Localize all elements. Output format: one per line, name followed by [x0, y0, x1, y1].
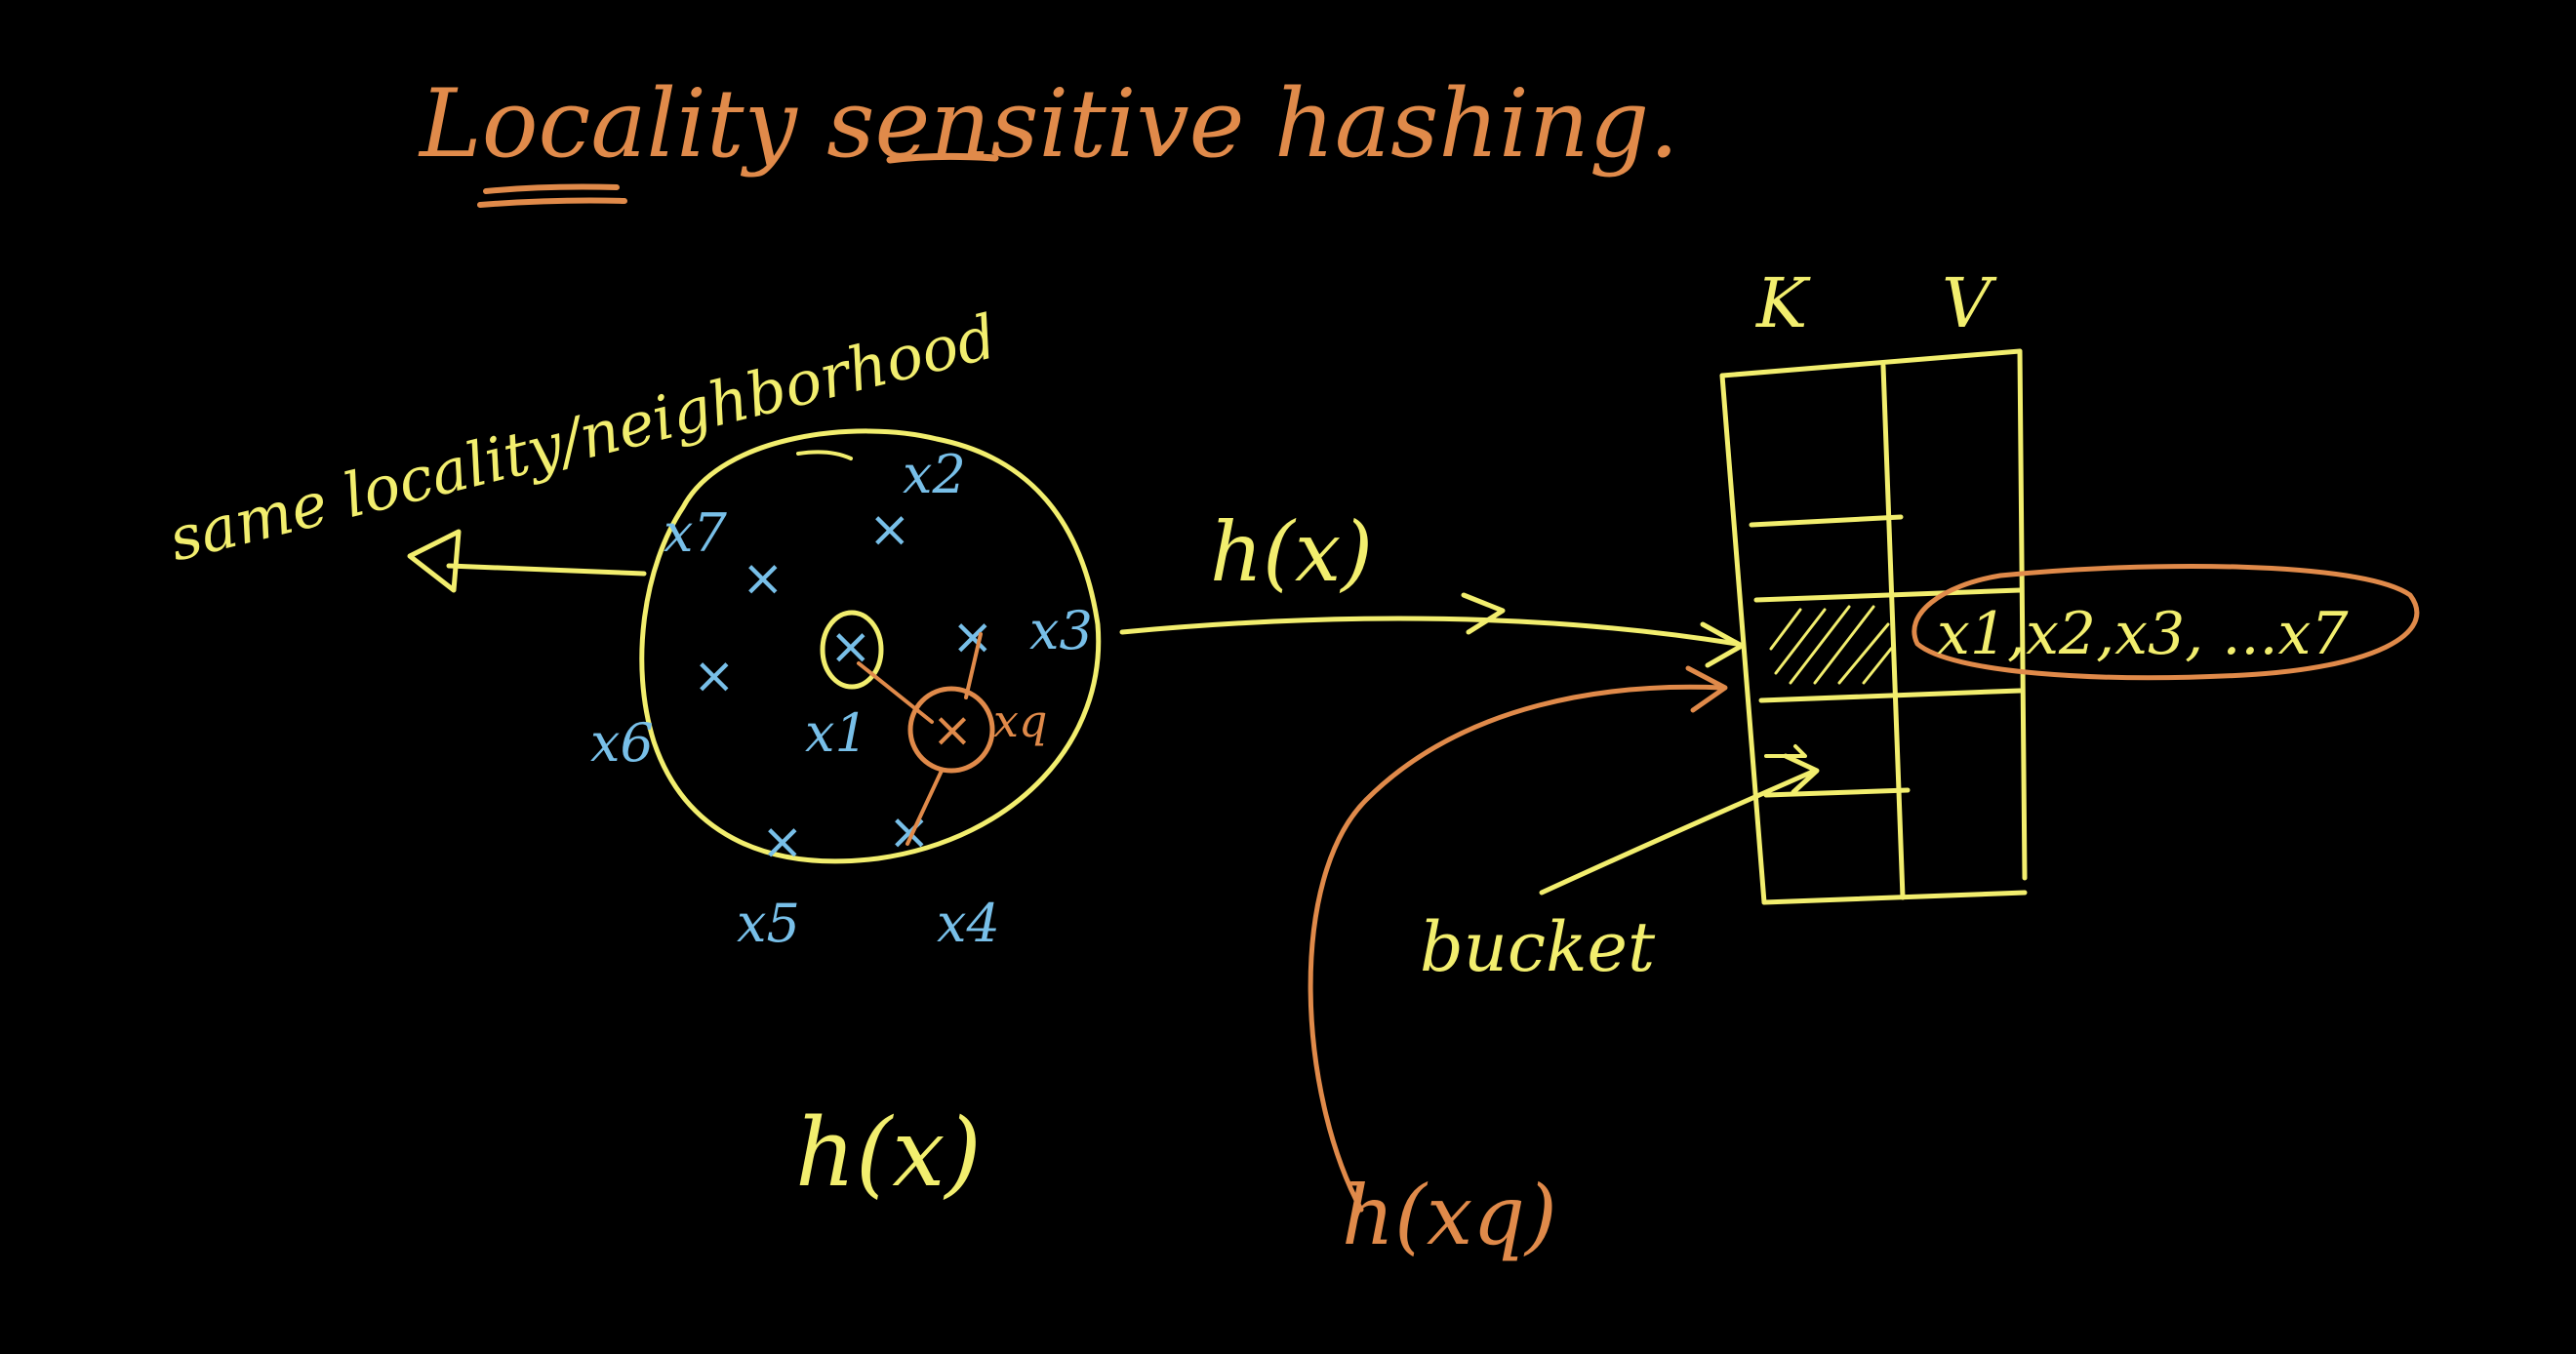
label-x3: x3 [1029, 600, 1093, 661]
table-row-line [1749, 514, 1904, 528]
table-row-line [1763, 787, 1911, 798]
title-underline-2 [477, 197, 627, 208]
x1-highlight-circle [820, 610, 884, 690]
hash-arrow [1119, 592, 1745, 668]
label-x6: x6 [590, 712, 654, 774]
table-bottom-border [1761, 890, 2028, 905]
bucket-values-ellipse [1912, 563, 2420, 681]
bucket-values-text: x1,x2,x3, ...x7 [1937, 600, 2349, 668]
bucket-label: bucket [1420, 907, 1656, 987]
label-x1: x1 [805, 702, 868, 764]
neighborhood-region [639, 428, 1102, 864]
sensitive-underline [886, 152, 999, 164]
table-right-border [2017, 348, 2028, 881]
query-link-x4 [906, 769, 944, 846]
neighborhood-boundary [639, 428, 1102, 864]
point-marker: × [868, 500, 911, 559]
table-row-line [1753, 587, 2023, 603]
table-left-border [1719, 373, 1767, 905]
label-x7: x7 [664, 502, 727, 564]
title-group: Locality sensitive hashing. [418, 69, 1679, 208]
bucket-values: x1,x2,x3, ...x7 [1912, 563, 2420, 681]
query-marker: × [932, 701, 973, 758]
query-hash-arrow [1308, 665, 1728, 1213]
query-circle [907, 686, 995, 774]
row-tick [1764, 744, 1807, 758]
hash-table: K V [1719, 263, 2028, 905]
point-marker: × [742, 549, 785, 608]
point-marker: × [761, 813, 804, 871]
label-x4: x4 [937, 893, 1000, 954]
label-x2: x2 [903, 444, 966, 505]
key-header: K [1754, 263, 1811, 343]
label-x5: x5 [737, 893, 800, 954]
query-point-group: × xq [820, 610, 1047, 846]
bucket-hatch [1769, 605, 1893, 685]
point-marker: × [693, 647, 736, 705]
table-top-border [1719, 348, 2023, 378]
same-locality-arrow [407, 529, 647, 593]
query-link-x1 [857, 661, 934, 724]
bucket-arrow [1539, 753, 1820, 896]
label-xq: xq [993, 695, 1047, 747]
query-hash-label: h(xq) [1342, 1168, 1557, 1263]
neighborhood-tick [796, 450, 853, 460]
title: Locality sensitive hashing. [418, 69, 1679, 179]
hash-arrow-label: h(x) [1210, 504, 1373, 600]
title-underline-1 [483, 183, 620, 194]
query-link-x3 [964, 632, 983, 699]
table-column-divider [1880, 363, 1906, 900]
point-marker: × [951, 608, 994, 666]
value-header: V [1942, 263, 1997, 343]
table-row-line [1758, 688, 2023, 703]
data-points: × × × × × × × x7 x2 x3 x6 x1 x5 x4 [590, 444, 1093, 954]
h-of-x-label: h(x) [795, 1098, 982, 1208]
